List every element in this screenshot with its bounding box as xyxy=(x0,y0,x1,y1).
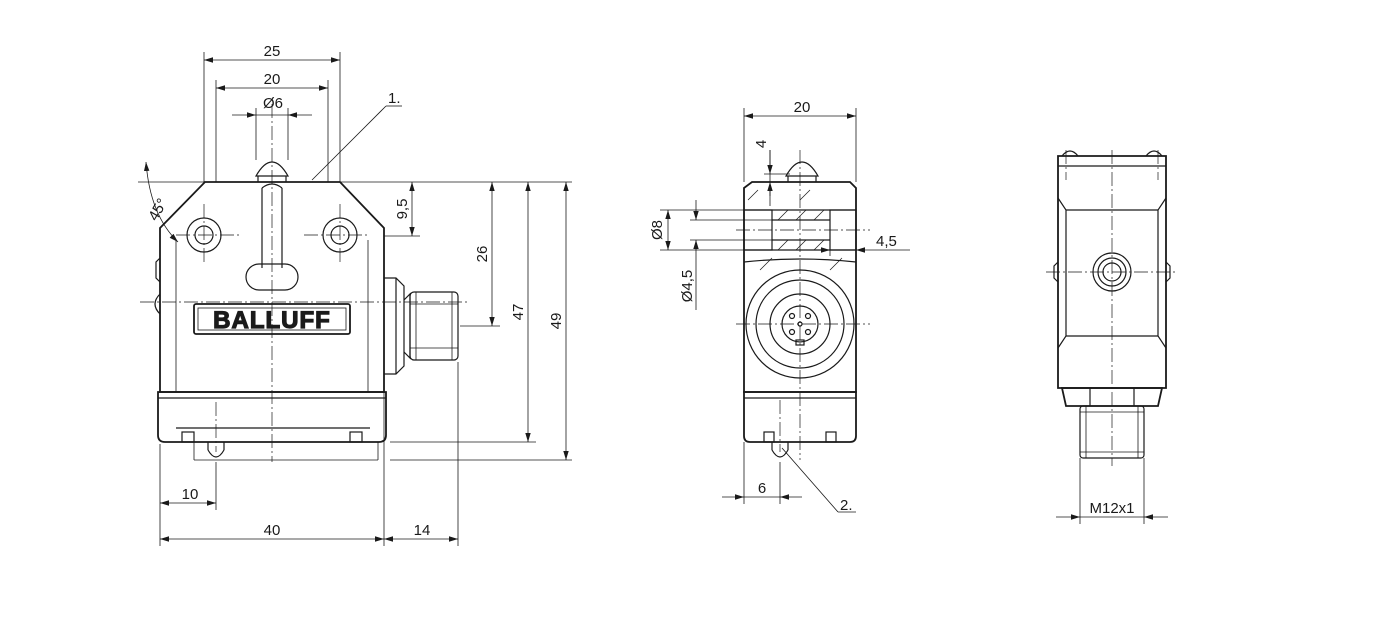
dim-front-height-26: 26 xyxy=(474,246,491,263)
callout-2: 2. xyxy=(840,497,853,514)
dim-rear-thread: M12x1 xyxy=(1089,500,1134,517)
front-base xyxy=(157,391,387,443)
rear-view: M12x1 xyxy=(1046,150,1178,524)
section-hatch xyxy=(747,189,843,271)
dim-front-width-14: 14 xyxy=(414,522,431,539)
dim-front-width-10: 10 xyxy=(182,486,199,503)
rear-body-outline xyxy=(1057,155,1167,389)
dim-front-height-49: 49 xyxy=(548,313,565,330)
callout-1: 1. xyxy=(388,90,401,107)
side-view: 20 4 Ø8 Ø4,5 4,5 6 2. xyxy=(649,99,910,514)
dim-side-width-20: 20 xyxy=(794,99,811,116)
dim-side-width-6: 6 xyxy=(758,480,766,497)
dim-front-width-25: 25 xyxy=(264,43,281,60)
dim-side-dia-4-5: Ø4,5 xyxy=(679,270,696,303)
dim-side-top-4: 4 xyxy=(753,140,770,148)
brand-logo: BALLUFF xyxy=(213,307,331,334)
front-view: BALLUFF 25 20 Ø6 xyxy=(138,43,572,546)
dim-plunger-diameter: Ø6 xyxy=(263,95,283,112)
dim-front-height-47: 47 xyxy=(510,304,527,321)
dim-side-dia-8: Ø8 xyxy=(649,220,666,240)
dim-front-width-40: 40 xyxy=(264,522,281,539)
front-connector xyxy=(384,277,405,375)
dim-side-depth-4-5: 4,5 xyxy=(876,233,897,250)
dim-front-height-9-5: 9,5 xyxy=(394,199,411,220)
dim-front-width-20: 20 xyxy=(264,71,281,88)
